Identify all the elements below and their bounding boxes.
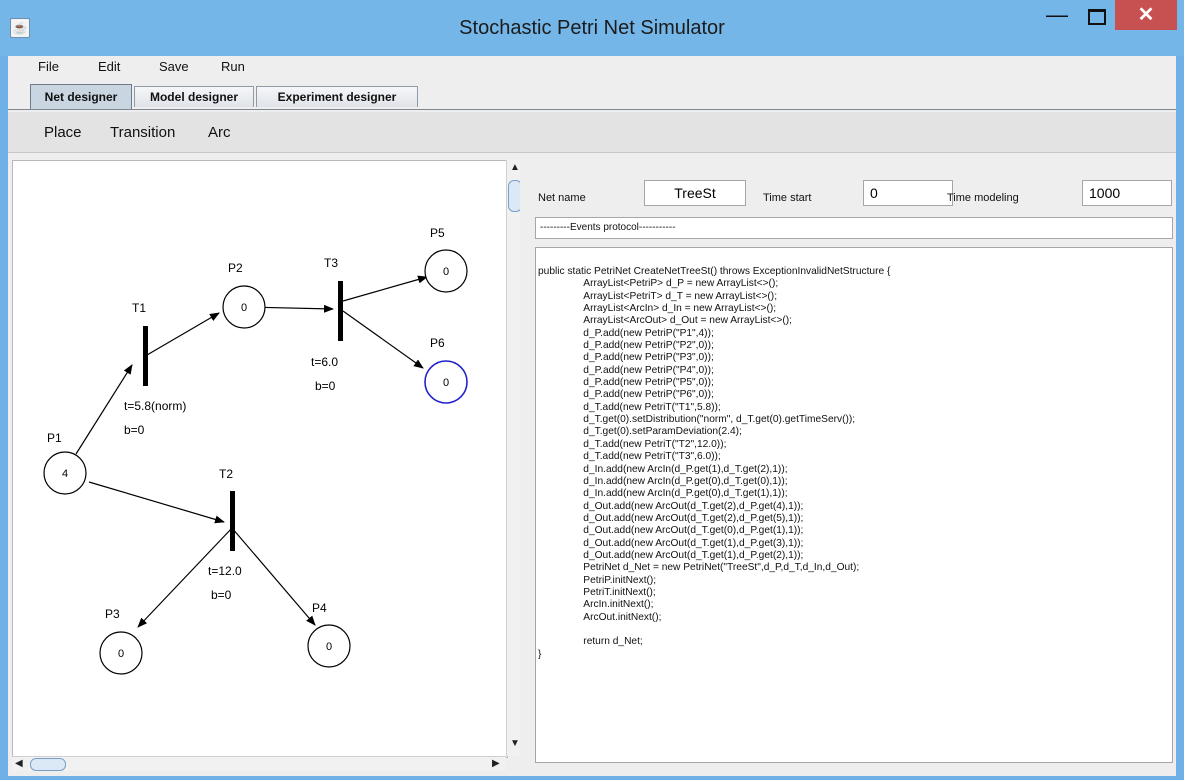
generated-code-area[interactable]: public static PetriNet CreateNetTreeSt()… bbox=[535, 247, 1173, 763]
transition-t1-label: T1 bbox=[132, 301, 146, 315]
tab-model-designer[interactable]: Model designer bbox=[134, 86, 254, 107]
events-protocol-area[interactable]: ---------Events protocol----------- bbox=[535, 217, 1173, 239]
transition-t2[interactable] bbox=[230, 491, 235, 551]
menu-file[interactable]: File bbox=[38, 59, 59, 74]
vertical-scrollbar[interactable]: ▲ ▼ bbox=[506, 160, 522, 756]
place-p6[interactable] bbox=[424, 360, 468, 404]
place-p5[interactable] bbox=[424, 249, 468, 293]
app-client-area: File Edit Save Run Net designer Model de… bbox=[8, 56, 1176, 776]
place-p3[interactable] bbox=[99, 631, 143, 675]
time-modeling-label: Time modeling bbox=[947, 192, 1019, 204]
net-name-input[interactable] bbox=[644, 180, 746, 206]
petri-net-diagram[interactable]: 4 0 0 0 0 0 P1 P2 P3 P4 P5 P6 T1 t=5.8(n… bbox=[13, 161, 507, 757]
scroll-down-arrow-icon[interactable]: ▼ bbox=[510, 738, 520, 749]
title-bar: ☕ Stochastic Petri Net Simulator — ✕ bbox=[0, 0, 1184, 56]
tab-divider bbox=[8, 109, 1176, 110]
place-p5-tokens: 0 bbox=[443, 266, 449, 278]
java-cup-icon[interactable]: ☕ bbox=[10, 18, 30, 38]
close-button[interactable]: ✕ bbox=[1115, 0, 1177, 30]
toolbar: Place Transition Arc bbox=[8, 112, 1176, 153]
place-p6-label: P6 bbox=[430, 336, 445, 350]
arc-t3-p6[interactable] bbox=[342, 310, 424, 369]
scroll-right-arrow-icon[interactable]: ▶ bbox=[492, 758, 500, 769]
place-p4-label: P4 bbox=[312, 601, 327, 615]
place-p4-tokens: 0 bbox=[326, 641, 332, 653]
place-p6-tokens: 0 bbox=[443, 377, 449, 389]
net-canvas[interactable]: 4 0 0 0 0 0 P1 P2 P3 P4 P5 P6 T1 t=5.8(n… bbox=[12, 160, 508, 758]
transition-t1-b: b=0 bbox=[124, 423, 145, 437]
tab-strip: Net designer Model designer Experiment d… bbox=[8, 80, 1176, 110]
transition-t3-time: t=6.0 bbox=[311, 355, 338, 369]
place-p3-label: P3 bbox=[105, 607, 120, 621]
menu-run[interactable]: Run bbox=[221, 59, 245, 74]
time-start-label: Time start bbox=[763, 192, 812, 204]
time-start-input[interactable] bbox=[863, 180, 953, 206]
transition-t1-time: t=5.8(norm) bbox=[124, 399, 186, 413]
arc-p1-t1[interactable] bbox=[75, 364, 133, 455]
transition-t1[interactable] bbox=[143, 326, 148, 386]
place-p5-label: P5 bbox=[430, 226, 445, 240]
menu-edit[interactable]: Edit bbox=[98, 59, 121, 74]
split-pane-divider[interactable] bbox=[520, 160, 528, 770]
scroll-up-arrow-icon[interactable]: ▲ bbox=[510, 162, 520, 173]
net-name-label: Net name bbox=[538, 192, 586, 204]
transition-t3-label: T3 bbox=[324, 256, 338, 270]
net-properties-panel: Net name Time start Time modeling ------… bbox=[528, 160, 1176, 772]
window-title: Stochastic Petri Net Simulator bbox=[459, 17, 725, 39]
place-p2-tokens: 0 bbox=[241, 302, 247, 314]
menu-save[interactable]: Save bbox=[159, 59, 189, 74]
maximize-icon bbox=[1088, 9, 1106, 25]
minimize-button[interactable]: — bbox=[1046, 2, 1068, 27]
menu-bar: File Edit Save Run bbox=[8, 56, 1176, 78]
horizontal-scroll-thumb[interactable] bbox=[30, 758, 66, 771]
arc-t2-p3[interactable] bbox=[137, 527, 233, 628]
place-p2[interactable] bbox=[222, 285, 266, 329]
tool-transition[interactable]: Transition bbox=[110, 124, 176, 141]
transition-t2-label: T2 bbox=[219, 467, 233, 481]
arc-t3-p5[interactable] bbox=[342, 275, 428, 302]
tab-experiment-designer[interactable]: Experiment designer bbox=[256, 86, 418, 107]
place-p3-tokens: 0 bbox=[118, 648, 124, 660]
place-p1-tokens: 4 bbox=[62, 468, 68, 480]
horizontal-scrollbar[interactable]: ◀ ▶ bbox=[12, 756, 506, 771]
arc-t2-p4[interactable] bbox=[231, 527, 316, 626]
transition-t3[interactable] bbox=[338, 281, 343, 341]
tool-place[interactable]: Place bbox=[44, 124, 82, 141]
place-p1[interactable] bbox=[43, 451, 87, 495]
arc-p1-t2[interactable] bbox=[88, 481, 225, 524]
transition-t3-b: b=0 bbox=[315, 379, 336, 393]
place-p2-label: P2 bbox=[228, 261, 243, 275]
place-p4[interactable] bbox=[307, 624, 351, 668]
time-modeling-input[interactable] bbox=[1082, 180, 1172, 206]
tab-net-designer[interactable]: Net designer bbox=[30, 84, 132, 109]
place-p1-label: P1 bbox=[47, 431, 62, 445]
generated-code-text: public static PetriNet CreateNetTreeSt()… bbox=[538, 266, 891, 660]
tool-arc[interactable]: Arc bbox=[208, 124, 231, 141]
transition-t2-time: t=12.0 bbox=[208, 564, 242, 578]
maximize-button[interactable] bbox=[1078, 0, 1112, 30]
arc-t1-p2[interactable] bbox=[146, 312, 220, 356]
transition-t2-b: b=0 bbox=[211, 588, 232, 602]
scroll-left-arrow-icon[interactable]: ◀ bbox=[15, 758, 23, 769]
